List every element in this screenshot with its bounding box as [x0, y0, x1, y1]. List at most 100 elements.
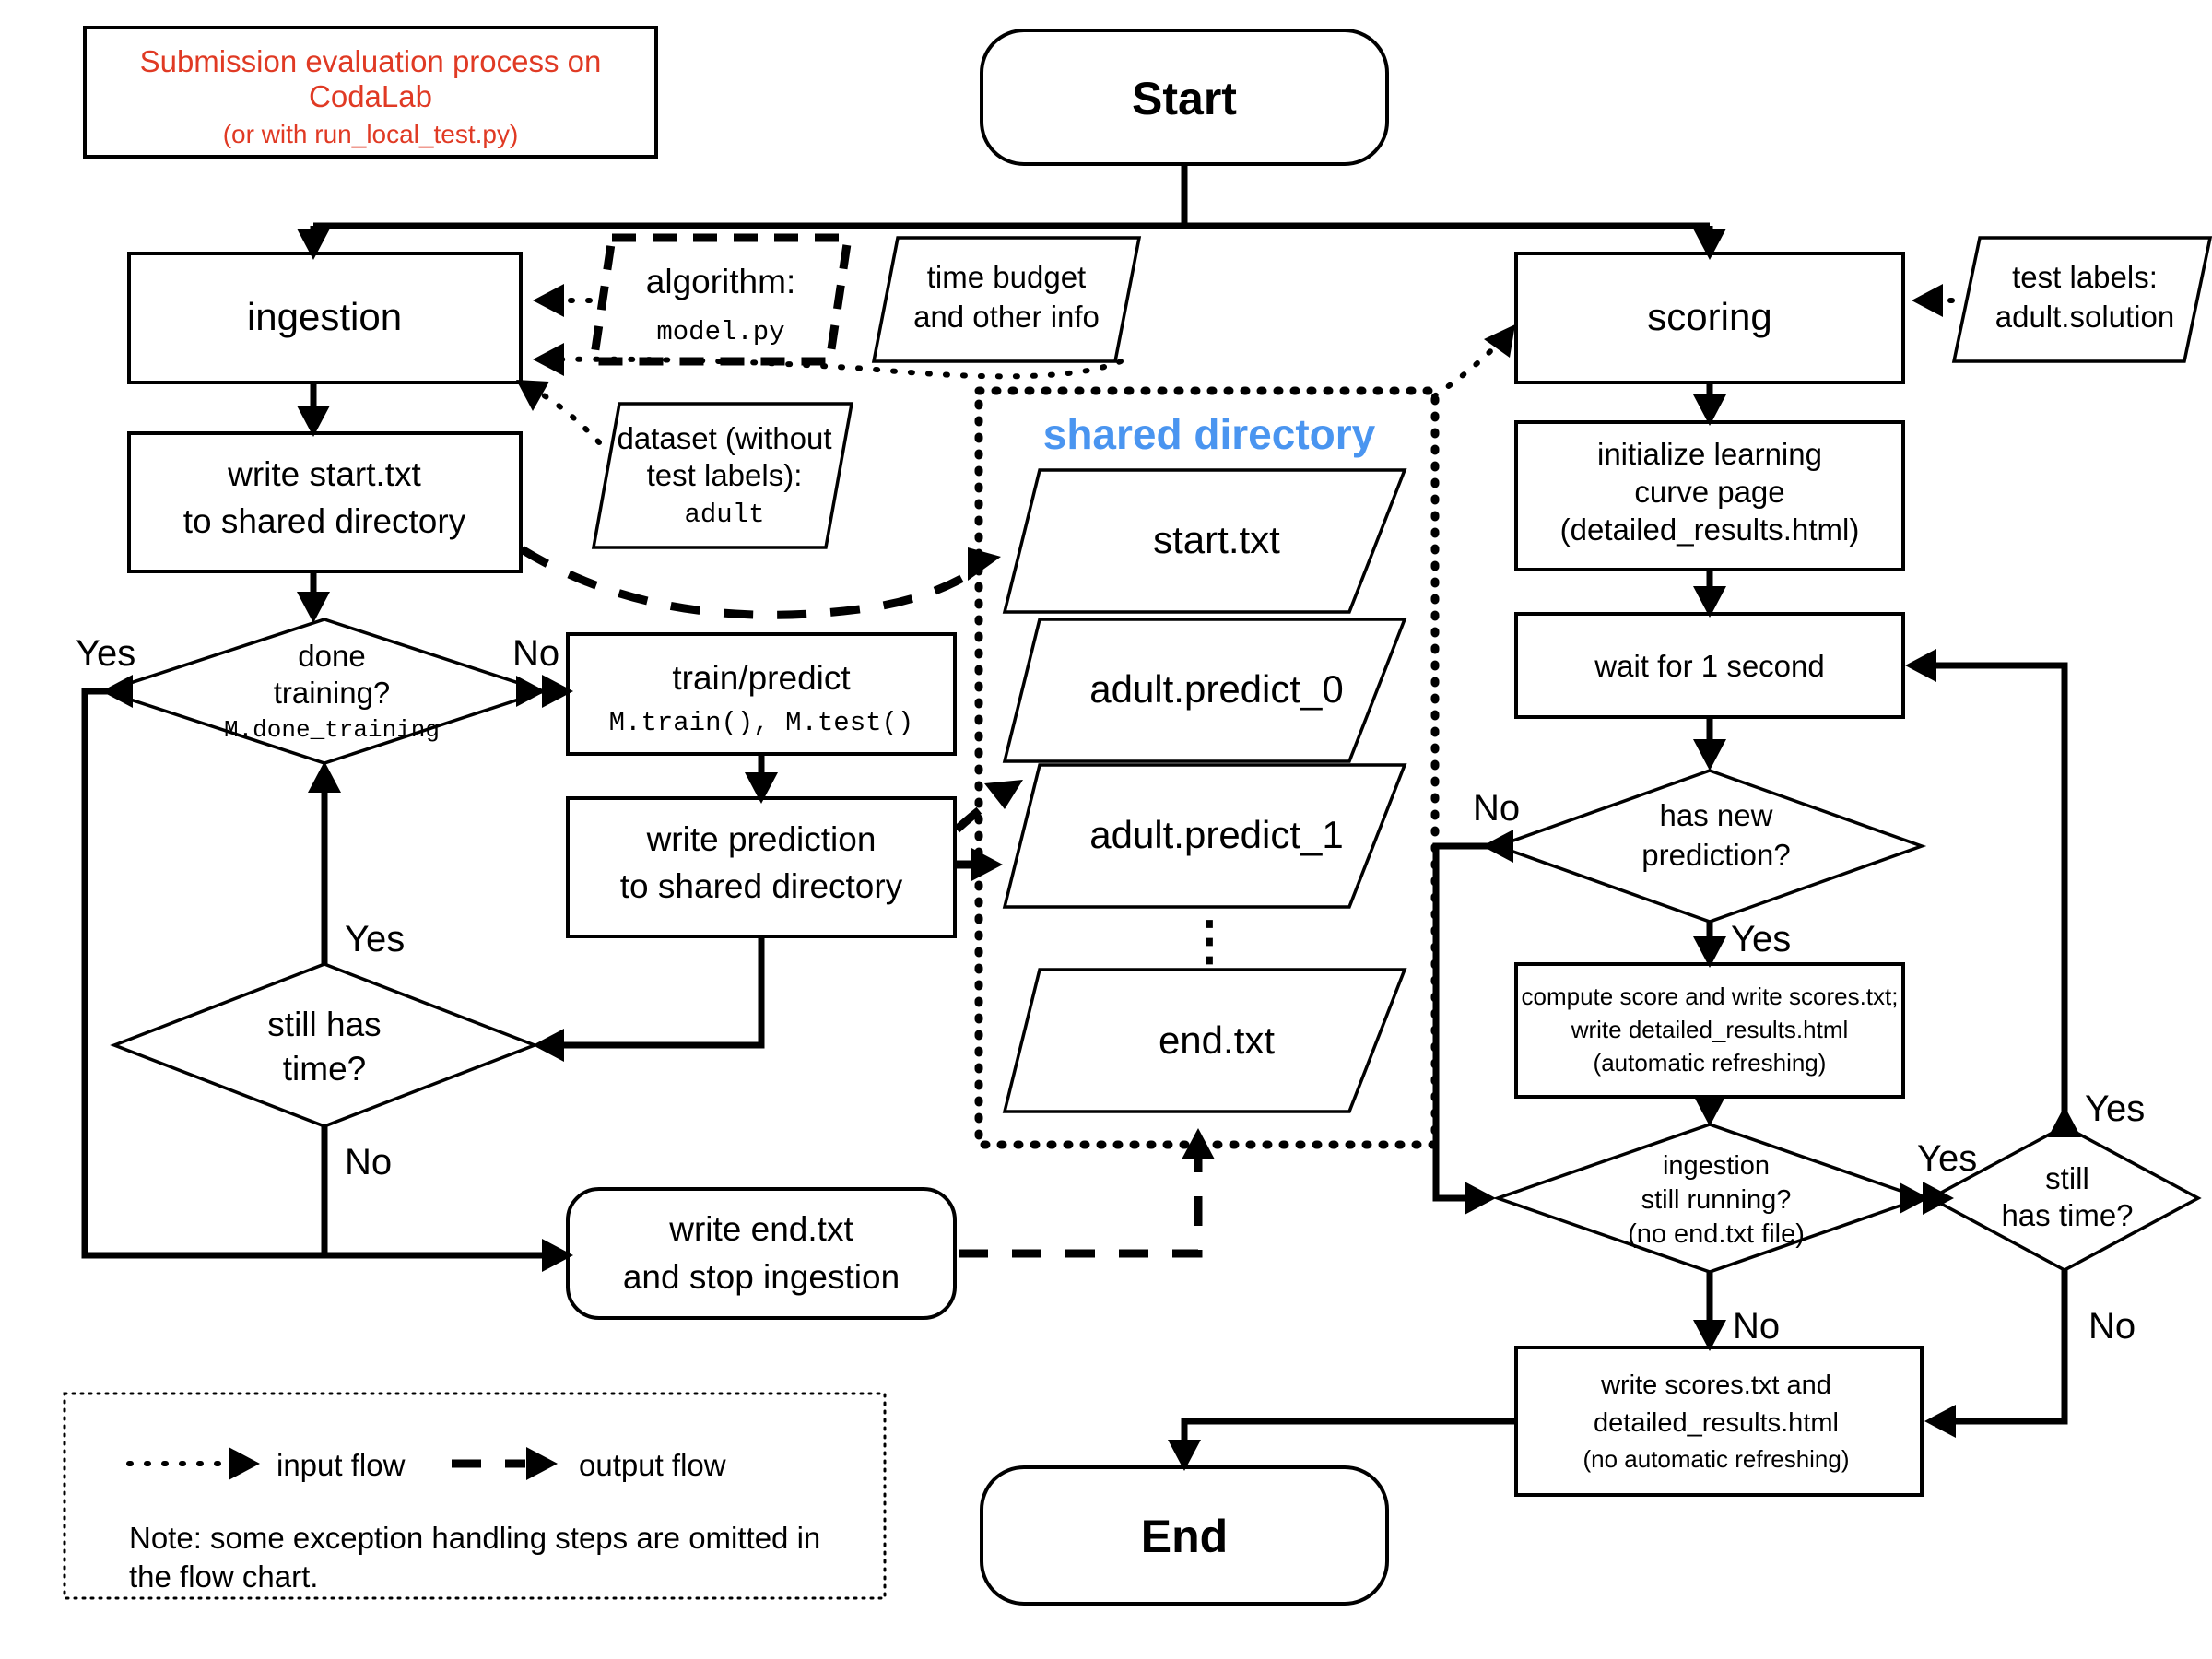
init-line3: (detailed_results.html) — [1560, 512, 1860, 547]
arrowhead-scoring — [1693, 229, 1726, 260]
arrowhead-end — [1168, 1440, 1201, 1471]
arrowhead-stilltime-yes — [308, 761, 341, 793]
final-write-line2: detailed_results.html — [1594, 1408, 1839, 1438]
title-note-line1: Submission evaluation process on — [140, 44, 602, 78]
title-note-box — [83, 26, 658, 159]
test-labels-line1: test labels: — [2012, 260, 2158, 294]
ingest-running-line2: still running? — [1641, 1185, 1792, 1215]
arrowhead-inflow-timebudget — [533, 343, 564, 376]
legend-output-flow-label: output flow — [579, 1448, 726, 1482]
legend-note-line1: Note: some exception handling steps are … — [129, 1521, 820, 1555]
legend-inflow-arrow — [229, 1447, 260, 1480]
arrowhead-trainpredict — [542, 675, 573, 708]
file-label-predict-1: adult.predict_1 — [1089, 813, 1344, 856]
edge-label-stilltime-no: No — [345, 1142, 392, 1182]
shared-directory-panel — [974, 386, 1440, 1149]
wait-label: wait for 1 second — [1594, 649, 1824, 683]
final-write-box — [1514, 1346, 1924, 1497]
train-predict-title: train/predict — [672, 659, 851, 697]
file-list-ellipsis: ⋮ — [1182, 911, 1236, 971]
end-label: End — [1141, 1511, 1228, 1562]
arrowhead-ingestrunning-tip — [1900, 1182, 1929, 1214]
edge-label-ingestrunning-yes: Yes — [1917, 1138, 1977, 1179]
file-end-txt — [1002, 968, 1407, 1113]
score-time-line1: still — [2045, 1161, 2089, 1195]
write-prediction-line1: write prediction — [646, 820, 877, 858]
write-end-box — [566, 1187, 957, 1320]
scoring-label: scoring — [1647, 295, 1771, 338]
arrowhead-inflow-testlabels — [1912, 284, 1943, 317]
arrowhead-wait-loop — [1905, 649, 1936, 682]
edge-label-donetraining-yes: Yes — [76, 633, 135, 674]
compute-line3: (automatic refreshing) — [1594, 1049, 1827, 1077]
arrowhead-writestart — [297, 406, 330, 437]
arrowhead-donetraining-yes — [101, 675, 133, 708]
init-line1: initialize learning — [1597, 437, 1822, 471]
write-end-line1: write end.txt — [668, 1210, 853, 1248]
init-learning-curve-box — [1514, 420, 1905, 571]
edge-stilltime-no — [321, 1126, 553, 1259]
arrowhead-donetraining — [297, 592, 330, 623]
still-has-time-diamond-ingestion — [110, 962, 539, 1128]
legend-outflow-arrow — [526, 1447, 558, 1480]
done-training-code: M.done_training — [224, 716, 440, 744]
legend-note-line2: the flow chart. — [129, 1559, 318, 1594]
arrowhead-ingestrunning — [1465, 1182, 1496, 1215]
arrowhead-haspred-no — [1482, 830, 1513, 863]
arrowhead-ingestrunning-top — [1693, 1095, 1726, 1126]
arrowhead-haspred — [1693, 739, 1726, 771]
dataset-line2: test labels): — [647, 458, 803, 492]
arrowhead-writepred — [745, 772, 778, 804]
edge-label-haspred-no: No — [1473, 788, 1520, 829]
edge-finalwrite-to-end — [1181, 1418, 1516, 1451]
inflow-shared-to-scoring — [1431, 336, 1505, 399]
ingestion-box — [127, 252, 523, 384]
write-start-box — [127, 431, 523, 573]
outflow-start-txt — [519, 546, 980, 619]
compute-score-box — [1514, 962, 1905, 1099]
arrowhead-finalwrite-right — [1924, 1405, 1956, 1438]
has-new-pred-line1: has new — [1660, 798, 1773, 832]
still-time-ingestion-line2: time? — [283, 1050, 366, 1088]
edge-label-ingestrunning-no: No — [1733, 1306, 1780, 1347]
arrowhead-diamond-right-tip — [516, 676, 546, 707]
test-labels-line2: adult.solution — [1995, 300, 2174, 334]
edge-label-donetraining-no: No — [512, 633, 559, 674]
arrowhead-inflow-dataset — [516, 380, 549, 411]
arrowhead-finalwrite-top — [1693, 1320, 1726, 1351]
final-write-line3: (no automatic refreshing) — [1583, 1445, 1849, 1473]
arrowhead-ingestion — [297, 229, 330, 260]
edge-writepred-to-stilltime — [553, 936, 765, 1049]
edge-label-scoretime-yes: Yes — [2085, 1088, 2145, 1129]
edge-label-stilltime-yes: Yes — [345, 919, 405, 959]
has-new-pred-line2: prediction? — [1641, 838, 1790, 872]
arrowhead-outflow-predict0 — [984, 780, 1023, 809]
arrowhead-inflow-algorithm — [533, 284, 564, 317]
title-note-line3: (or with run_local_test.py) — [223, 120, 519, 148]
arrowhead-stilltime — [533, 1029, 564, 1062]
write-start-line2: to shared directory — [183, 502, 466, 540]
dataset-name: adult — [684, 500, 764, 530]
train-predict-code: M.train(), M.test() — [609, 708, 914, 738]
time-budget-line2: and other info — [913, 300, 1100, 334]
compute-line2: write detailed_results.html — [1571, 1016, 1849, 1043]
wait-box — [1514, 612, 1905, 719]
arrowhead-init — [1693, 394, 1726, 426]
score-time-line2: has time? — [2001, 1198, 2133, 1232]
inflow-dataset — [530, 386, 602, 445]
arrowhead-scoretime-yes — [2048, 1106, 2081, 1137]
arrowhead-compute — [1693, 936, 1726, 968]
test-labels-parallelogram — [1951, 236, 2212, 363]
arrowhead-scoretime — [1923, 1182, 1954, 1215]
outflow-end-txt — [959, 1152, 1203, 1258]
edge-scoretime-yes-loop — [1926, 662, 2068, 1126]
done-training-line2: training? — [274, 676, 391, 710]
start-label: Start — [1132, 73, 1237, 124]
outflow-predict-0 — [953, 791, 1003, 833]
time-budget-line1: time budget — [927, 260, 1086, 294]
file-adult-predict-1 — [1002, 763, 1407, 909]
file-label-predict-0: adult.predict_0 — [1089, 667, 1344, 711]
algorithm-file: model.py — [656, 317, 784, 347]
arrowhead-outflow-start — [968, 547, 1001, 581]
